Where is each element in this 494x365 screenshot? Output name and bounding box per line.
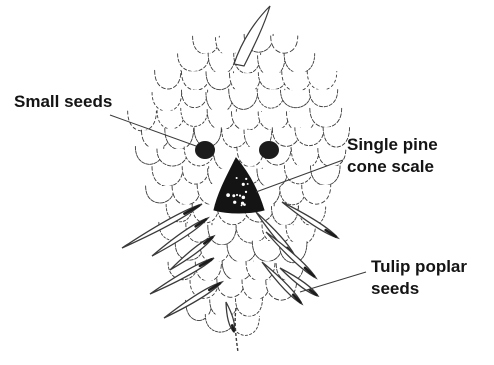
cone-scale	[128, 111, 157, 131]
cone-scale	[200, 245, 230, 263]
label-tulip-line-2: seeds	[371, 278, 467, 300]
cone-scale	[311, 166, 341, 186]
scale-speck	[236, 177, 238, 179]
scale-speck	[226, 193, 230, 197]
cone-scale	[157, 111, 185, 129]
cone-scale	[181, 108, 208, 126]
cone-scale	[182, 90, 208, 108]
cone-scale	[152, 167, 183, 187]
cone-scale	[284, 166, 313, 184]
cone-scale	[281, 90, 312, 108]
cone-scale	[152, 92, 182, 111]
scale-speck	[233, 201, 236, 204]
cone-scale	[309, 89, 337, 106]
cone-scale	[323, 127, 349, 147]
scale-speck	[236, 194, 238, 196]
label-tulip-line-1: Tulip poplar	[371, 256, 467, 278]
scale-speck	[239, 195, 241, 197]
cone-scale	[236, 299, 263, 317]
label-pine-line-1: Single pine	[347, 134, 438, 156]
cone-scale	[178, 54, 210, 72]
cone-scale	[146, 186, 175, 203]
cone-scale	[182, 167, 209, 185]
cone-scale	[271, 36, 298, 53]
cone-scale	[165, 128, 194, 149]
scale-speck	[242, 196, 246, 200]
label-small-seeds: Small seeds	[14, 91, 112, 113]
small-seed	[195, 141, 215, 159]
scale-speck	[232, 194, 235, 197]
cone-scale	[208, 225, 237, 245]
cone-scale	[307, 71, 337, 90]
label-pine-line-2: cone scale	[347, 156, 438, 178]
cone-scale	[229, 89, 258, 109]
cone-scale	[284, 54, 315, 74]
scale-speck	[245, 178, 247, 180]
scale-speck	[242, 183, 245, 186]
cone-scale	[302, 185, 331, 204]
scale-speck	[245, 191, 247, 193]
label-tulip-poplar-seeds: Tulip poplar seeds	[371, 256, 467, 300]
scale-speck	[247, 183, 249, 185]
cone-scale	[291, 149, 319, 168]
cone-scale	[231, 112, 261, 131]
cone-scale	[295, 128, 324, 146]
cone-scale	[286, 225, 315, 244]
label-pine-cone-scale: Single pine cone scale	[347, 134, 438, 178]
cone-scale	[310, 108, 342, 127]
cone-scale	[172, 185, 201, 205]
scale-speck	[241, 204, 243, 206]
cone-scale	[208, 53, 235, 74]
tulip-seed-body	[232, 325, 233, 330]
cone-scale	[157, 149, 188, 166]
cone-scale	[155, 70, 181, 89]
small-seed	[259, 141, 279, 159]
scale-speck	[241, 202, 244, 205]
label-small-seeds-text: Small seeds	[14, 92, 112, 111]
cone-scale	[282, 72, 312, 92]
